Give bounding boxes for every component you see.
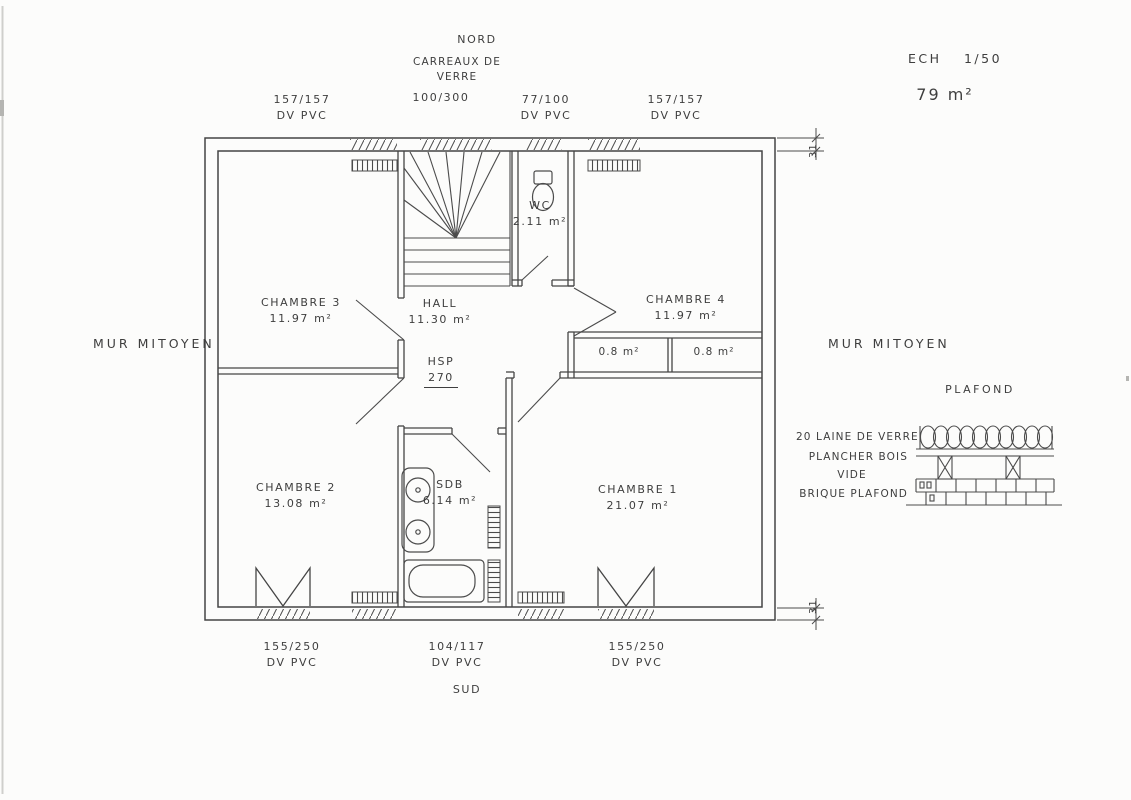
room-label-hall: HALL 11.30 m² bbox=[404, 296, 476, 328]
window-size: 155/250 bbox=[263, 640, 321, 653]
window-label-bottom-right: 155/250 DV PVC bbox=[605, 639, 669, 671]
room-label-chambre-4: CHAMBRE 4 11.97 m² bbox=[631, 292, 741, 324]
window-label-top-wc: 77/100 DV PVC bbox=[514, 92, 578, 124]
ceiling-layer-insulation: 20 LAINE DE VERRE bbox=[796, 431, 919, 443]
window-size: 157/157 bbox=[647, 93, 705, 106]
room-name: CHAMBRE 2 bbox=[255, 481, 336, 494]
window-label-bottom-left: 155/250 DV PVC bbox=[260, 639, 324, 671]
room-area: 21.07 m² bbox=[606, 498, 670, 512]
room-name: HALL bbox=[422, 297, 458, 310]
window-size: 104/117 bbox=[428, 640, 486, 653]
closet-area-right: 0.8 m² bbox=[693, 346, 735, 358]
glass-block-size: 100/300 bbox=[412, 91, 470, 104]
party-wall-right-label: MUR MITOYEN bbox=[828, 336, 950, 351]
room-name: CHAMBRE 3 bbox=[260, 296, 341, 309]
window-label-top-left: 157/157 DV PVC bbox=[270, 92, 334, 124]
room-area: 13.08 m² bbox=[264, 496, 328, 510]
dimension-marks bbox=[777, 128, 824, 630]
room-label-sdb: SDB 6.14 m² bbox=[419, 477, 481, 509]
room-name: WC bbox=[529, 199, 551, 212]
room-area: 2.11 m² bbox=[512, 214, 568, 228]
room-label-wc: WC 2.11 m² bbox=[508, 198, 572, 230]
room-area: 11.97 m² bbox=[654, 308, 718, 322]
outer-walls bbox=[204, 137, 776, 621]
bathroom-fixtures bbox=[401, 467, 485, 603]
glass-block-label: CARREAUX DE VERRE bbox=[413, 56, 501, 84]
ceiling-detail bbox=[906, 425, 1062, 506]
window-type: DV PVC bbox=[520, 108, 572, 122]
window-label-top-right: 157/157 DV PVC bbox=[644, 92, 708, 124]
room-label-chambre-1: CHAMBRE 1 21.07 m² bbox=[583, 482, 693, 514]
ceiling-layer-brick: BRIQUE PLAFOND bbox=[799, 488, 908, 500]
room-name: CHAMBRE 4 bbox=[645, 293, 726, 306]
ceiling-height-label: HSP 270 bbox=[416, 354, 466, 388]
casement-window-symbols bbox=[255, 565, 655, 608]
door-swings bbox=[355, 255, 617, 473]
room-area: 11.97 m² bbox=[269, 311, 333, 325]
dimension-bottom-right: 31 bbox=[808, 599, 819, 614]
radiators bbox=[351, 159, 641, 604]
window-type: DV PVC bbox=[431, 655, 483, 669]
window-size: 157/157 bbox=[273, 93, 331, 106]
ceiling-layer-void: VIDE bbox=[837, 469, 867, 481]
south-label: SUD bbox=[452, 683, 482, 696]
window-type: DV PVC bbox=[266, 655, 318, 669]
toilet-icon bbox=[531, 170, 555, 212]
room-name: CHAMBRE 1 bbox=[597, 483, 678, 496]
scale-label: ECH 1/50 bbox=[907, 51, 1003, 66]
window-size: 155/250 bbox=[608, 640, 666, 653]
window-type: DV PVC bbox=[611, 655, 663, 669]
room-area: 11.30 m² bbox=[408, 312, 472, 326]
room-name: SDB bbox=[436, 478, 464, 491]
dimension-top-right: 31 bbox=[808, 143, 819, 158]
hsp-label: HSP bbox=[427, 355, 455, 368]
window-size: 77/100 bbox=[521, 93, 571, 106]
ceiling-layer-wood-floor: PLANCHER BOIS bbox=[808, 451, 908, 463]
room-label-chambre-3: CHAMBRE 3 11.97 m² bbox=[246, 295, 356, 327]
staircase bbox=[403, 151, 511, 287]
window-openings bbox=[256, 139, 654, 619]
ceiling-detail-title: PLAFOND bbox=[945, 383, 1015, 396]
hsp-value: 270 bbox=[424, 370, 458, 388]
room-area: 6.14 m² bbox=[422, 493, 478, 507]
room-label-chambre-2: CHAMBRE 2 13.08 m² bbox=[241, 480, 351, 512]
closet-area-left: 0.8 m² bbox=[598, 346, 640, 358]
total-area-label: 79 m² bbox=[916, 85, 974, 104]
window-type: DV PVC bbox=[650, 108, 702, 122]
scan-artifacts bbox=[0, 6, 1129, 794]
north-label: NORD bbox=[457, 33, 497, 46]
window-label-bottom-center: 104/117 DV PVC bbox=[425, 639, 489, 671]
party-wall-left-label: MUR MITOYEN bbox=[93, 336, 215, 351]
window-type: DV PVC bbox=[276, 108, 328, 122]
